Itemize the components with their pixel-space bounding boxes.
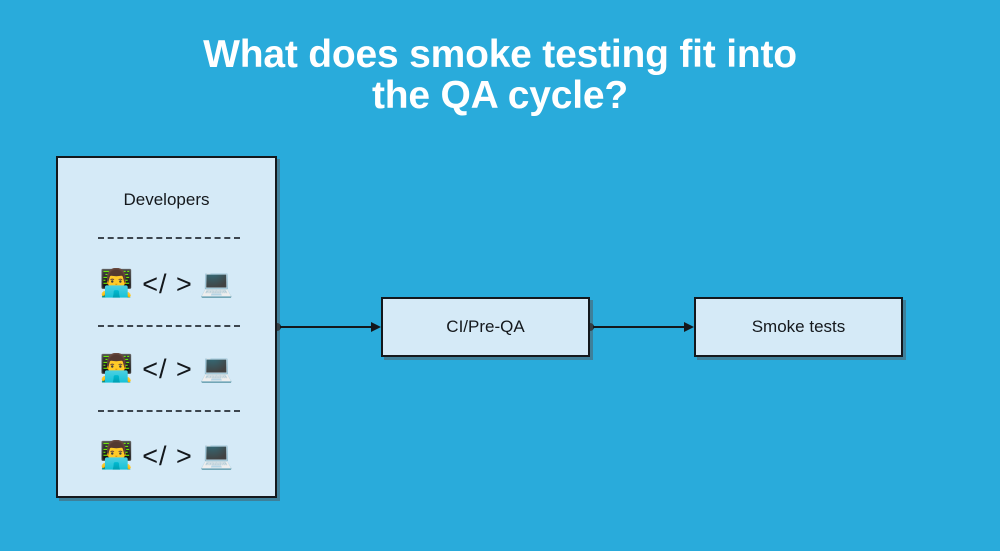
code-tag-text: </ > xyxy=(142,354,193,384)
divider xyxy=(98,410,240,412)
divider xyxy=(98,237,240,239)
laptop-icon: 💻 xyxy=(199,353,234,384)
divider xyxy=(98,325,240,327)
developers-group-box[interactable]: Developers 👨‍💻 </ > 💻 👨‍💻 </ > 💻 👨‍💻 </ … xyxy=(56,156,277,498)
laptop-icon: 💻 xyxy=(199,268,234,299)
code-tag-text: </ > xyxy=(142,269,193,299)
developers-label: Developers xyxy=(123,190,210,209)
node-smoke-tests-label: Smoke tests xyxy=(751,317,846,336)
node-ci-pre-qa[interactable]: CI/Pre-QA xyxy=(381,297,590,357)
developer-person-icon: 👨‍💻 xyxy=(99,353,134,384)
node-ci-pre-qa-label: CI/Pre-QA xyxy=(446,317,525,336)
developer-row: 👨‍💻 </ > 💻 xyxy=(58,264,275,304)
node-smoke-tests[interactable]: Smoke tests xyxy=(694,297,903,357)
developer-person-icon: 👨‍💻 xyxy=(99,440,134,471)
edge-ci-to-smoke xyxy=(586,322,694,332)
page-title: What does smoke testing fit into the QA … xyxy=(203,33,797,117)
edge-developers-to-ci xyxy=(273,322,381,332)
laptop-icon: 💻 xyxy=(199,440,234,471)
code-tag-text: </ > xyxy=(142,441,193,471)
developer-row: 👨‍💻 </ > 💻 xyxy=(58,349,275,389)
developer-person-icon: 👨‍💻 xyxy=(99,268,134,299)
developer-row: 👨‍💻 </ > 💻 xyxy=(58,436,275,476)
